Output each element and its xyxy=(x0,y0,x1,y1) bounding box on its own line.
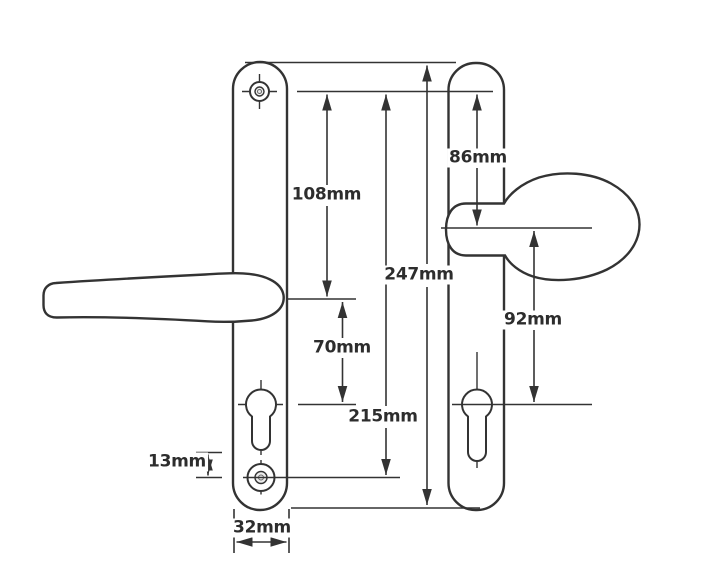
left-euro-cylinder-keyhole-icon xyxy=(238,380,283,455)
dimension-label-247mm: 247mm xyxy=(382,264,456,285)
right-euro-cylinder-keyhole-icon xyxy=(461,352,493,468)
dimension-label-108mm: 108mm xyxy=(289,184,364,205)
dimension-label-215mm: 215mm xyxy=(346,406,420,427)
dimension-label-86mm: 86mm xyxy=(447,147,509,168)
dimension-label-32mm: 32mm xyxy=(231,517,293,538)
reference-lines xyxy=(243,61,592,509)
dimension-arrows xyxy=(196,65,539,553)
top-fixing-screw-icon xyxy=(242,74,277,109)
dimension-label-92mm: 92mm xyxy=(502,309,564,330)
dimension-label-70mm: 70mm xyxy=(311,337,373,358)
dimension-label-13mm: 13mm xyxy=(146,451,208,472)
pad-handle xyxy=(444,172,641,282)
lever-handle xyxy=(42,271,285,324)
right-backplate xyxy=(447,61,506,512)
